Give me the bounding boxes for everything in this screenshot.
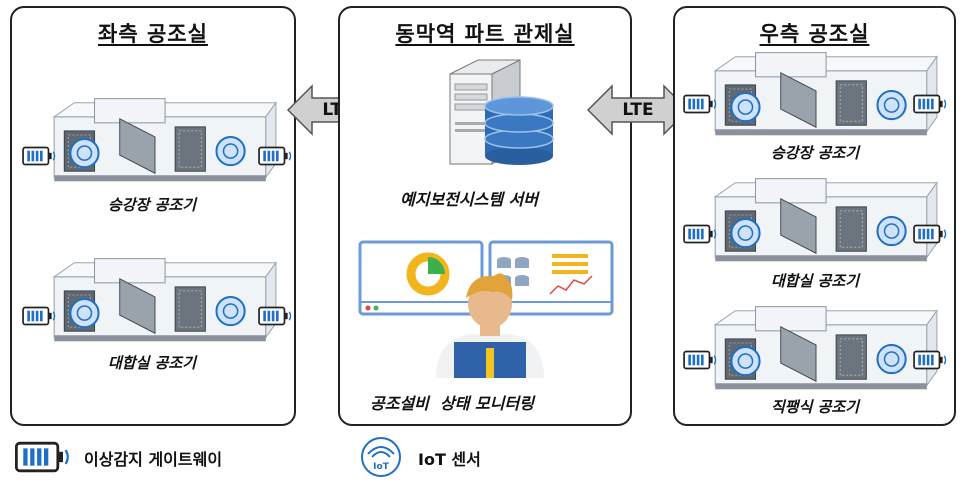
gateway-icon bbox=[258, 144, 294, 168]
right-ahu-room-panel: 우측 공조실 승강장 공조기 대합실 공조기 직팽식 공조기 bbox=[673, 6, 956, 426]
gateway-icon bbox=[22, 304, 58, 328]
air-handling-unit-icon bbox=[685, 176, 947, 268]
air-handling-unit-icon bbox=[24, 96, 286, 188]
gateway-icon bbox=[913, 92, 949, 116]
legend-gateway-label: 이상감지 게이트웨이 bbox=[84, 450, 223, 469]
left-panel-title: 좌측 공조실 bbox=[98, 22, 208, 46]
left-unit-label-concourse: 대합실 공조기 bbox=[108, 354, 197, 372]
right-unit-label-concourse: 대합실 공조기 bbox=[771, 272, 860, 290]
lte-label-right: LTE bbox=[622, 100, 654, 120]
right-unit-label-platform: 승강장 공조기 bbox=[771, 144, 860, 162]
operator-icon bbox=[436, 273, 544, 378]
left-unit-label-platform: 승강장 공조기 bbox=[108, 196, 197, 214]
legend-sensor-label: IoT 센서 bbox=[418, 450, 481, 469]
gateway-icon bbox=[258, 304, 294, 328]
air-handling-unit-icon bbox=[685, 50, 947, 142]
gateway-icon bbox=[14, 438, 74, 476]
server-label: 예지보전시스템 서버 bbox=[400, 190, 539, 209]
gateway-icon bbox=[913, 222, 949, 246]
monitor-icon bbox=[358, 240, 614, 316]
gateway-icon bbox=[913, 348, 949, 372]
air-handling-unit-icon bbox=[24, 256, 286, 348]
gateway-icon bbox=[683, 222, 719, 246]
gateway-icon bbox=[683, 92, 719, 116]
center-panel-title: 동막역 파트 관제실 bbox=[395, 22, 575, 46]
iot-icon-text: IoT bbox=[373, 462, 390, 472]
right-panel-title: 우측 공조실 bbox=[759, 22, 870, 46]
database-icon bbox=[484, 96, 554, 165]
lte-link-right: LTE bbox=[586, 84, 690, 136]
control-room-panel: 동막역 파트 관제실 예지보전시스템 서버 bbox=[338, 6, 632, 426]
iot-sensor-icon: IoT bbox=[361, 437, 401, 477]
gateway-icon bbox=[683, 348, 719, 372]
monitoring-label: 공조설비 상태 모니터링 bbox=[370, 394, 534, 413]
left-ahu-room-panel: 좌측 공조실 승강장 공조기 대합실 공조기 bbox=[10, 6, 296, 426]
air-handling-unit-icon bbox=[685, 304, 947, 396]
gateway-icon bbox=[22, 144, 58, 168]
right-unit-label-direct-expansion: 직팽식 공조기 bbox=[771, 398, 860, 416]
